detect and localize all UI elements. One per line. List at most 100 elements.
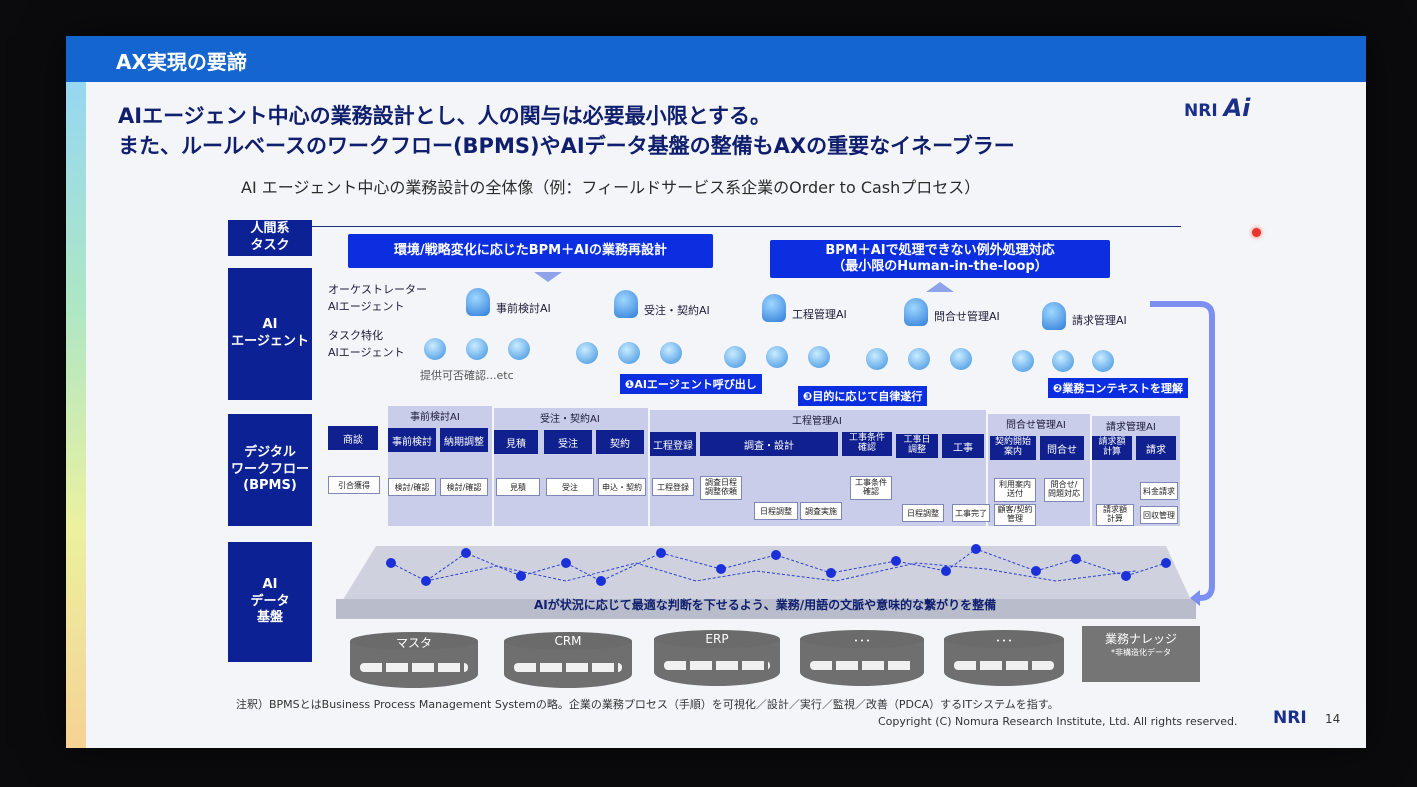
knowledge-graph-platform	[336, 544, 1196, 619]
database-label: ･･･	[852, 634, 871, 648]
nri-ai-logo: NRI Ai	[1184, 94, 1250, 122]
robot-icon	[766, 346, 788, 368]
database-label: CRM	[554, 634, 582, 648]
bpms-process: 問合せ/ 問題対応	[1044, 478, 1084, 502]
database-label: ･･･	[994, 634, 1013, 648]
row-label-human: 人間系 タスク	[228, 220, 312, 256]
database-icon: CRM	[504, 632, 632, 688]
subtitle-underline	[261, 226, 1181, 227]
agent-name: 事前検討AI	[496, 302, 551, 315]
bpms-process: 工程登録	[652, 478, 694, 496]
bpms-step: 工事日 調整	[896, 434, 938, 458]
database-icon: ･･･	[944, 630, 1064, 686]
robot-icon	[950, 348, 972, 370]
bpms-process: 申込・契約	[598, 478, 646, 496]
robot-icon	[724, 346, 746, 368]
bpms-step: 調査・設計	[700, 432, 838, 456]
bpms-process: 請求額 計算	[1096, 504, 1134, 526]
lane-header: 請求管理AI	[1106, 422, 1156, 433]
lane-header: 工程管理AI	[792, 416, 842, 427]
bpms-process: 工事完了	[952, 504, 990, 522]
bpms-step: 見積	[494, 430, 538, 454]
orchestrator-label: オーケストレーター AIエージェント	[328, 283, 427, 313]
bpms-step: 契約開始 案内	[990, 436, 1036, 460]
lane-header: 受注・契約AI	[540, 414, 600, 425]
bpms-process: 調査日程 調整依頼	[700, 476, 742, 500]
lane-header: 事前検討AI	[410, 412, 460, 423]
example-note: 提供可否確認...etc	[420, 369, 514, 382]
robot-icon	[1012, 350, 1034, 372]
robot-icon	[618, 342, 640, 364]
robot-icon	[908, 348, 930, 370]
ai-agent-head-icon	[904, 298, 928, 326]
bpms-step: 納期調整	[440, 428, 488, 452]
human-task-exceptions: BPM＋AIで処理できない例外処理対応 （最小限のHuman-in-the-lo…	[770, 240, 1110, 278]
callout-autonomous-execution: ❸目的に応じて自律遂行	[798, 386, 928, 406]
laser-pointer-dot	[1252, 228, 1261, 237]
bpms-step: 事前検討	[388, 428, 436, 452]
arrow-down-icon	[534, 272, 562, 282]
robot-icon	[466, 338, 488, 360]
data-layer-caption: AIが状況に応じて最適な判断を下せるよう、業務/用語の文脈や意味的な繋がりを整備	[534, 598, 997, 612]
presentation-slide: AX実現の要諦 NRI Ai AIエージェント中心の業務設計とし、人の関与は必要…	[66, 36, 1366, 748]
ai-agent-head-icon	[1042, 302, 1066, 330]
slide-title: AX実現の要諦	[116, 50, 247, 74]
logo-text-nri: NRI	[1184, 101, 1218, 121]
ai-agent-head-icon	[762, 294, 786, 322]
bpms-step: 受注	[544, 430, 592, 454]
lead-line-2: また、ルールベースのワークフロー(BPMS)やAIデータ基盤の整備もAXの重要な…	[118, 134, 1015, 158]
bpms-step: 問合せ	[1040, 436, 1084, 460]
agent-name: 問合せ管理AI	[934, 310, 1000, 323]
bpms-step: 商談	[328, 426, 378, 450]
bpms-step: 請求	[1136, 436, 1176, 460]
robot-icon	[1052, 350, 1074, 372]
robot-icon	[1092, 350, 1114, 372]
knowledge-title: 業務ナレッジ	[1104, 632, 1177, 646]
bpms-process: 回収管理	[1140, 506, 1178, 524]
bpms-process: 日程調整	[754, 502, 798, 520]
database-label: マスタ	[395, 636, 432, 650]
robot-icon	[808, 346, 830, 368]
nri-logo: NRI	[1273, 708, 1307, 728]
lane-header: 問合せ管理AI	[1006, 420, 1066, 431]
bpms-step: 契約	[596, 430, 644, 454]
bpms-process: 料金請求	[1140, 482, 1178, 500]
specialized-agent-label: タスク特化 AIエージェント	[328, 329, 405, 359]
callout-understand-context: ❷業務コンテキストを理解	[1048, 378, 1188, 398]
bpms-process: 受注	[546, 478, 594, 496]
bpms-process: 顧客/契約 管理	[994, 504, 1036, 526]
database-icon: ERP	[654, 630, 780, 686]
copyright-text: Copyright (C) Nomura Research Institute,…	[878, 715, 1238, 728]
footnote: 注釈）BPMSとはBusiness Process Management Sys…	[236, 698, 1059, 711]
bpms-step: 工程登録	[650, 432, 696, 456]
row-label-ai-agent: AI エージェント	[228, 268, 312, 400]
robot-icon	[508, 338, 530, 360]
bpms-process: 工事条件 確認	[850, 476, 892, 500]
robot-icon	[660, 342, 682, 364]
human-task-redesign: 環境/戦略変化に応じたBPM＋AIの業務再設計	[348, 234, 713, 268]
bpms-process: 検討/確認	[388, 478, 436, 496]
robot-icon	[576, 342, 598, 364]
robot-icon	[424, 338, 446, 360]
bpms-process: 日程調整	[902, 504, 944, 522]
row-label-bpms: デジタル ワークフロー (BPMS)	[228, 414, 312, 526]
bpms-step: 工事	[942, 434, 984, 458]
bpms-process: 引合獲得	[328, 476, 380, 494]
ai-agent-head-icon	[466, 288, 490, 316]
database-icon: マスタ	[350, 632, 478, 688]
lead-line-1: AIエージェント中心の業務設計とし、人の関与は必要最小限とする。	[118, 104, 772, 128]
callout-invoke-agent: ❶AIエージェント呼び出し	[620, 374, 762, 394]
bpms-lane	[494, 408, 648, 526]
bpms-step: 工事条件 確認	[842, 432, 892, 456]
row-label-ai-data: AI データ 基盤	[228, 542, 312, 662]
robot-icon	[866, 348, 888, 370]
logo-text-ai: Ai	[1223, 94, 1251, 122]
feedback-loop-arrow-icon	[1150, 301, 1215, 606]
agent-name: 工程管理AI	[792, 308, 847, 321]
bpms-process: 見積	[496, 478, 540, 496]
decorative-gradient-bar	[66, 82, 86, 748]
document-stack-icon: 業務ナレッジ *非構造化データ	[1082, 626, 1200, 682]
bpms-lane	[388, 406, 492, 526]
bpms-step: 請求額 計算	[1092, 436, 1132, 460]
agent-name: 受注・契約AI	[644, 304, 710, 317]
